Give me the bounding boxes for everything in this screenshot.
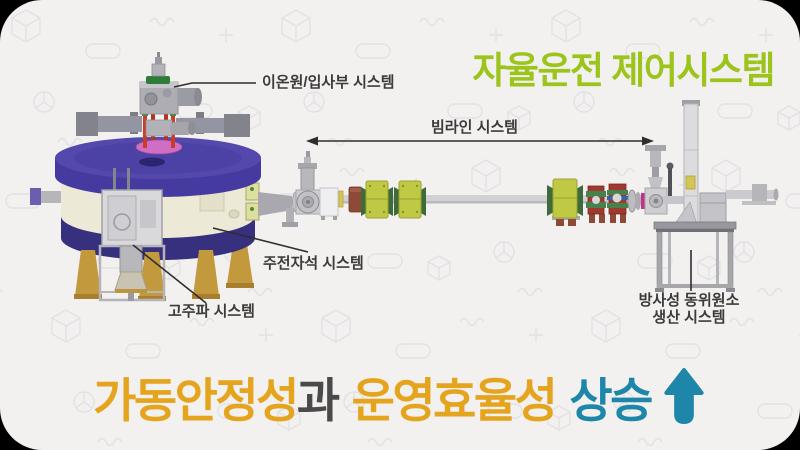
target-station-table <box>653 184 779 292</box>
headline-rise: 상승 <box>569 374 653 427</box>
label-isotope-line2: 생산 시스템 <box>652 309 726 326</box>
label-main-magnet-system: 주전자석 시스템 <box>263 255 364 272</box>
headline-and: 과 <box>296 374 340 427</box>
beam-pipe <box>343 195 648 204</box>
label-rf-system: 고주파 시스템 <box>168 303 255 320</box>
quadrupole-magnet-2 <box>394 180 426 219</box>
rf-system-frame <box>98 168 166 302</box>
vertical-column <box>671 100 700 229</box>
beamline-components <box>258 151 363 227</box>
page-title: 자율운전 제어시스템 <box>472 50 775 91</box>
up-arrow-icon <box>664 368 704 424</box>
beam-pipe-shade <box>343 201 648 204</box>
beamline-span-arrow <box>306 136 654 146</box>
steering-magnet-2 <box>607 183 628 223</box>
leader-lines <box>132 82 692 304</box>
headline-stability: 가동안정성 <box>93 374 299 427</box>
label-isotope-production-system: 방사성 동위원소 생산 시스템 <box>606 292 772 326</box>
beamline-valve-assembly <box>627 145 688 215</box>
quadrupole-magnet-3 <box>547 178 583 226</box>
label-isotope-line1: 방사성 동위원소 <box>638 292 740 309</box>
label-beamline-system: 빔라인 시스템 <box>431 119 518 136</box>
headline-efficiency: 운영효율성 <box>351 374 558 427</box>
ion-source-assembly <box>76 52 250 155</box>
steering-magnet-1 <box>586 185 606 223</box>
label-ion-source-system: 이온원/입사부 시스템 <box>262 74 395 91</box>
quadrupole-magnet-1 <box>361 180 393 219</box>
